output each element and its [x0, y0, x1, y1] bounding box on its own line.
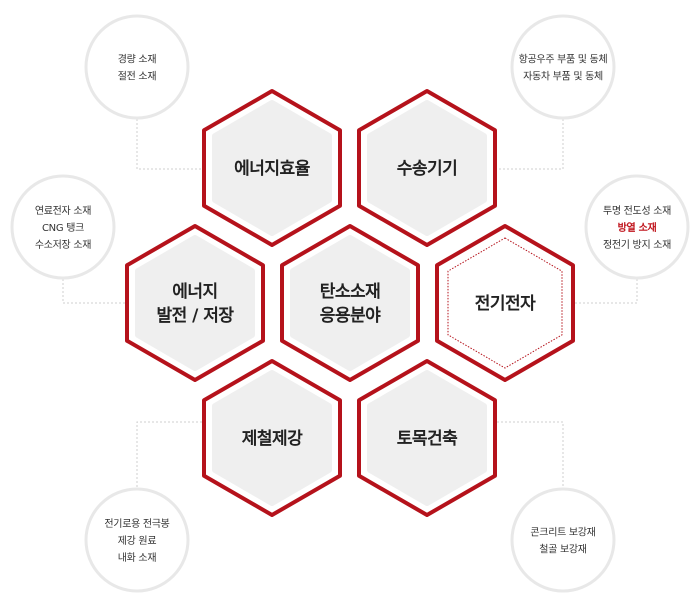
circle-text: 정전기 방지 소재 — [603, 239, 671, 251]
circle-outline — [84, 487, 190, 593]
circle-text: 절전 소재 — [118, 70, 157, 83]
hexagon-inner — [212, 370, 332, 506]
circle-outline — [510, 14, 616, 120]
connector-line — [136, 119, 202, 170]
field-hexagon[interactable]: 토목건축 — [357, 359, 497, 517]
circle-outline — [84, 14, 190, 120]
hexagon-label: 전기전자 — [475, 294, 536, 314]
hexagon-inner — [290, 235, 410, 371]
hexagon-inner-dotted — [447, 237, 563, 369]
hexagon-inner — [367, 100, 487, 236]
connector-line — [575, 279, 638, 304]
hexagon-inner — [212, 100, 332, 236]
hexagon-inner — [367, 370, 487, 506]
hexagon-label: 에너지효율 — [234, 159, 311, 179]
connector-line — [136, 421, 202, 488]
circle-outline — [510, 487, 616, 593]
circle-text: 전기로용 전극봉 — [104, 518, 169, 530]
circle-text: 경량 소재 — [118, 53, 157, 66]
circle-text-highlight: 방열 소재 — [618, 221, 657, 234]
circle-text: 연료전자 소재 — [35, 205, 91, 217]
connectors — [62, 119, 638, 488]
hexagon-label: 응용분야 — [320, 306, 381, 326]
circle-text: 항공우주 부품 및 동체 — [519, 54, 608, 66]
circle-text: 자동차 부품 및 동체 — [523, 71, 603, 83]
field-hexagon[interactable]: 에너지효율 — [202, 89, 342, 247]
hexagon-label: 발전 / 저장 — [156, 306, 234, 326]
circle-text: 콘크리트 보강재 — [530, 527, 595, 539]
circle-text: 철골 보강재 — [539, 544, 586, 556]
field-hexagon[interactable]: 수송기기 — [357, 89, 497, 247]
hexagon-inner — [135, 235, 255, 371]
circle-text: 수소저장 소재 — [35, 239, 91, 251]
field-hexagon[interactable]: 전기전자 — [435, 224, 575, 382]
hexagon-label: 제철제강 — [242, 429, 303, 449]
hexagon-label: 탄소소재 — [320, 282, 381, 302]
circle-text: 제강 원료 — [118, 535, 157, 547]
circle-outline — [10, 174, 116, 280]
connector-line — [62, 279, 125, 304]
hexagon-label: 수송기기 — [397, 159, 458, 179]
connector-line — [497, 119, 564, 170]
circle-text: 내화 소재 — [118, 552, 157, 564]
hexagon-label: 에너지 — [172, 282, 217, 302]
field-hexagon[interactable]: 제철제강 — [202, 359, 342, 517]
circle-outline — [584, 174, 690, 280]
circle-text: 투명 전도성 소재 — [603, 205, 671, 217]
circle-text: CNG 탱크 — [42, 222, 84, 234]
hexagon-label: 토목건축 — [397, 429, 458, 449]
connector-line — [497, 421, 564, 488]
